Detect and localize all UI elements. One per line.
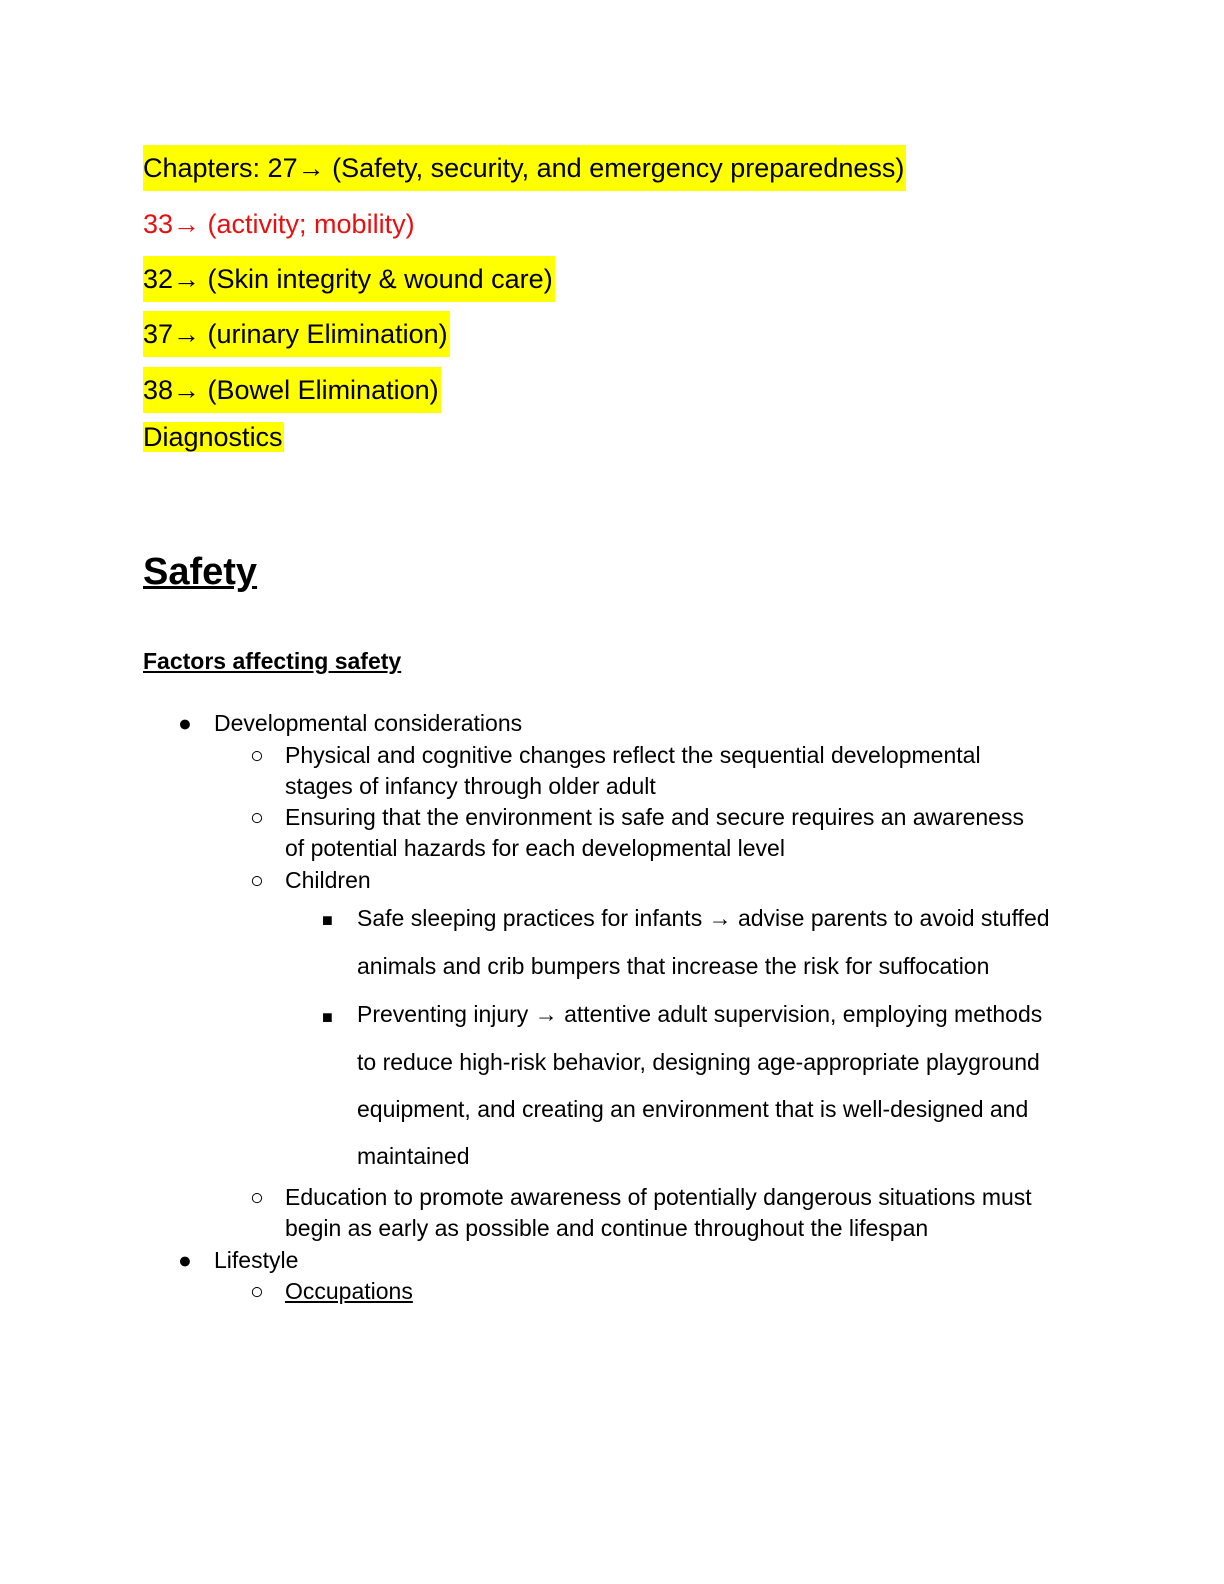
hollow-bullet-icon: ○ <box>250 804 264 830</box>
chapter-line-37: 37→ (urinary Elimination) <box>143 311 450 357</box>
filled-bullet-icon: ● <box>178 710 192 736</box>
chapter-line-38: 38→ (Bowel Elimination) <box>143 367 441 413</box>
chapter-line-27: Chapters: 27→ (Safety, security, and eme… <box>143 145 907 191</box>
list-item-text: equipment, and creating an environment t… <box>357 1096 1029 1122</box>
section-subtitle: Factors affecting safety <box>143 648 402 674</box>
highlighted-text: 32→ (Skin integrity & wound care) <box>143 256 555 302</box>
list-item-text: Safe sleeping practices for infants → ad… <box>357 905 1050 931</box>
chapter-line-diagnostics: Diagnostics <box>143 421 284 454</box>
section-title: Safety <box>143 551 258 593</box>
list-item-text: maintained <box>357 1143 470 1169</box>
chapter-line-33: 33→ (activity; mobility) <box>143 209 415 239</box>
hollow-bullet-icon: ○ <box>250 1184 264 1210</box>
highlighted-text: Diagnostics <box>143 422 284 452</box>
list-item: Lifestyle <box>214 1247 299 1273</box>
list-item-text: Children <box>285 867 371 893</box>
highlighted-text: 37→ (urinary Elimination) <box>143 311 450 357</box>
hollow-bullet-icon: ○ <box>250 742 264 768</box>
list-item-text: to reduce high-risk behavior, designing … <box>357 1049 1040 1075</box>
square-bullet-icon: ■ <box>322 910 333 930</box>
list-item-text: begin as early as possible and continue … <box>285 1215 929 1241</box>
chapter-line-32: 32→ (Skin integrity & wound care) <box>143 256 555 302</box>
list-item-text: Physical and cognitive changes reflect t… <box>285 742 981 768</box>
square-bullet-icon: ■ <box>322 1007 333 1027</box>
hollow-bullet-icon: ○ <box>250 867 264 893</box>
list-item-text: of potential hazards for each developmen… <box>285 835 785 861</box>
filled-bullet-icon: ● <box>178 1247 192 1273</box>
list-item-text: Education to promote awareness of potent… <box>285 1184 1032 1210</box>
list-item-text: Occupations <box>285 1278 413 1304</box>
list-item-text: Preventing injury → attentive adult supe… <box>357 1001 1043 1027</box>
list-item-text: stages of infancy through older adult <box>285 773 656 799</box>
highlighted-text: 38→ (Bowel Elimination) <box>143 367 441 413</box>
list-item-text: animals and crib bumpers that increase t… <box>357 953 990 979</box>
list-item: Developmental considerations <box>214 710 523 736</box>
hollow-bullet-icon: ○ <box>250 1278 264 1304</box>
highlighted-text: Chapters: 27→ (Safety, security, and eme… <box>143 145 907 191</box>
list-item-text: Ensuring that the environment is safe an… <box>285 804 1024 830</box>
